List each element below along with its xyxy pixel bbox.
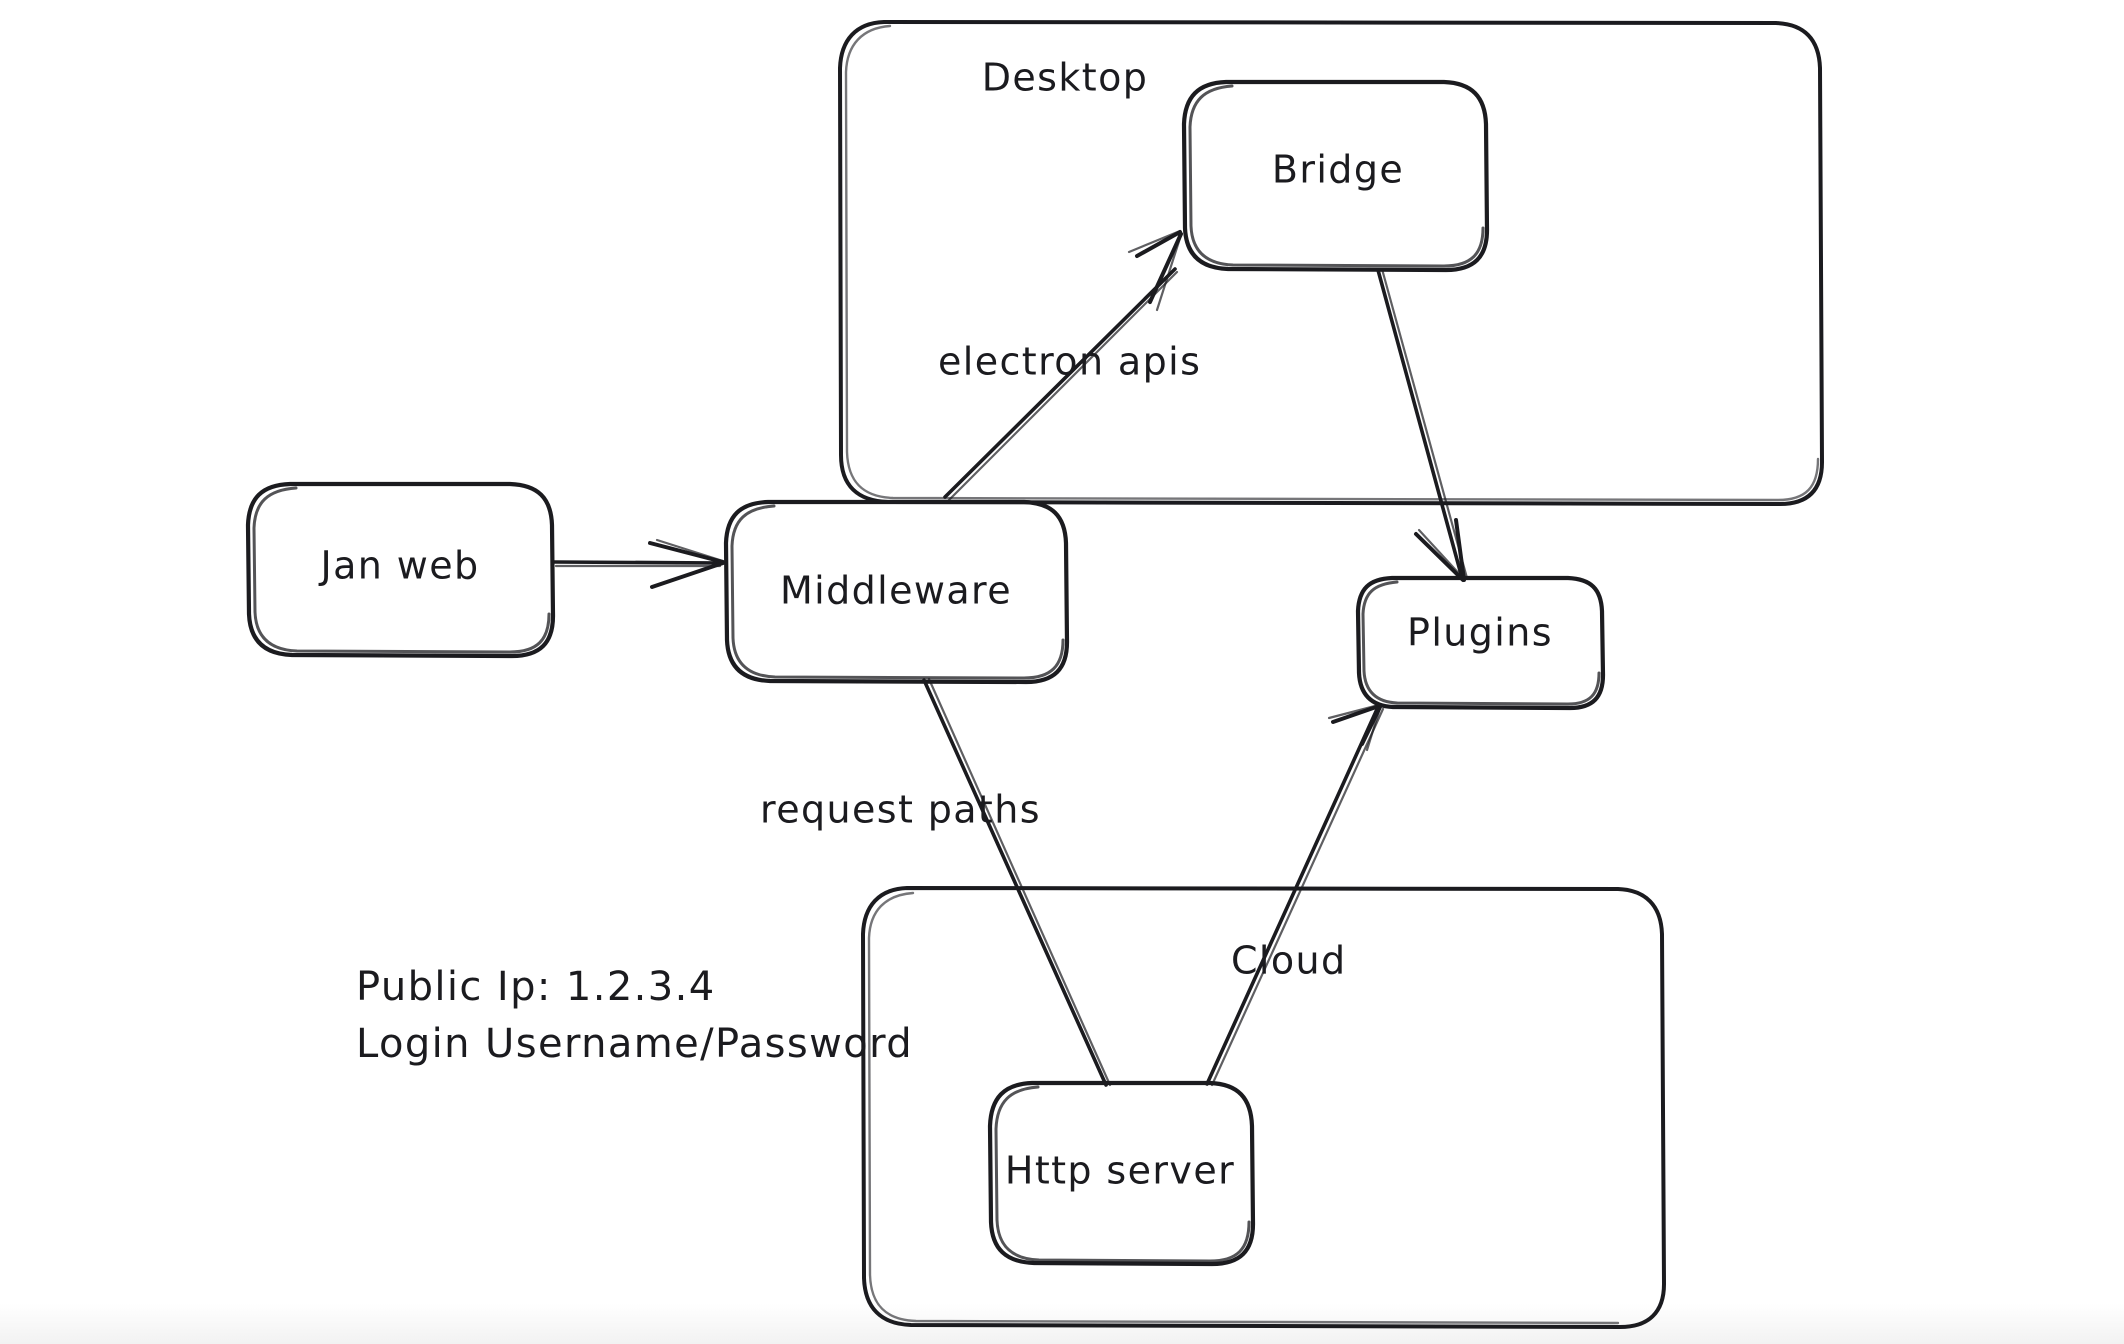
desktop-group-label: Desktop xyxy=(982,56,1149,100)
group-cloud[interactable] xyxy=(861,886,1666,1329)
edge-arrowhead-2 xyxy=(1135,230,1183,304)
edge-arrowhead-5 xyxy=(1331,704,1382,746)
cloud-group-border xyxy=(861,886,1666,1329)
http-server-box xyxy=(987,1080,1256,1267)
edge-arrowhead-3 xyxy=(1414,518,1466,582)
plugins-box xyxy=(1355,575,1606,711)
plugins-box-sketch xyxy=(1361,580,1601,706)
bridge-label: Bridge xyxy=(1272,148,1404,192)
edge-middleware-to-bridge[interactable]: electron apis xyxy=(938,229,1201,502)
edge-http-server-to-plugins[interactable]: Cloud xyxy=(1205,703,1385,1087)
group-desktop[interactable]: Desktop xyxy=(838,20,1824,506)
edge-arrowhead-2-sketch xyxy=(1127,229,1183,312)
node-http-server[interactable]: Http server xyxy=(987,1080,1256,1267)
jan-web-box-sketch xyxy=(252,486,551,654)
edge-line-2-sketch xyxy=(947,270,1179,502)
edge-bridge-to-plugins[interactable] xyxy=(1376,267,1469,582)
edge-line-4-sketch xyxy=(927,677,1112,1087)
note-public-ip: Public Ip: 1.2.3.4 xyxy=(356,964,716,1010)
edge-middleware-to-http-server[interactable]: request paths xyxy=(760,677,1112,1087)
edge-line-3-sketch xyxy=(1380,267,1469,580)
node-jan-web[interactable]: Jan web xyxy=(245,481,556,659)
note-login: Login Username/Password xyxy=(356,1021,913,1067)
node-middleware[interactable]: Middleware xyxy=(723,499,1070,685)
http-server-label: Http server xyxy=(1005,1149,1235,1193)
edge-line-3 xyxy=(1376,268,1464,580)
node-plugins[interactable]: Plugins xyxy=(1355,575,1606,711)
edge-line-4 xyxy=(922,678,1108,1087)
middleware-box-sketch xyxy=(730,504,1065,680)
edge-label-cloud: Cloud xyxy=(1231,939,1347,983)
node-bridge[interactable]: Bridge xyxy=(1181,79,1490,273)
edge-arrowhead-5-sketch xyxy=(1327,703,1382,752)
middleware-box xyxy=(723,499,1070,685)
desktop-group-border xyxy=(838,20,1824,506)
edge-label-electron-apis: electron apis xyxy=(938,340,1201,384)
edge-line-5-sketch xyxy=(1210,707,1385,1087)
notes-block: Public Ip: 1.2.3.4 Login Username/Passwo… xyxy=(356,964,913,1067)
edge-arrowhead-3-sketch xyxy=(1417,528,1466,581)
cloud-group-border-sketch xyxy=(867,891,1620,1325)
edge-line-2 xyxy=(943,267,1177,499)
bridge-box-sketch xyxy=(1188,84,1485,268)
plugins-label: Plugins xyxy=(1407,611,1553,655)
bridge-box xyxy=(1181,79,1490,273)
edge-arrowhead-1 xyxy=(648,541,725,589)
http-server-box-sketch xyxy=(994,1085,1251,1263)
desktop-group-border-sketch xyxy=(844,24,1820,502)
edge-arrowhead-1-sketch xyxy=(655,538,725,563)
edge-label-request-paths: request paths xyxy=(760,788,1041,832)
jan-web-box xyxy=(245,481,556,659)
edge-line-1 xyxy=(552,560,724,565)
jan-web-label: Jan web xyxy=(318,544,479,588)
edge-jan-web-to-middleware[interactable] xyxy=(552,538,725,589)
edge-line-5 xyxy=(1205,705,1380,1086)
middleware-label: Middleware xyxy=(780,569,1012,613)
